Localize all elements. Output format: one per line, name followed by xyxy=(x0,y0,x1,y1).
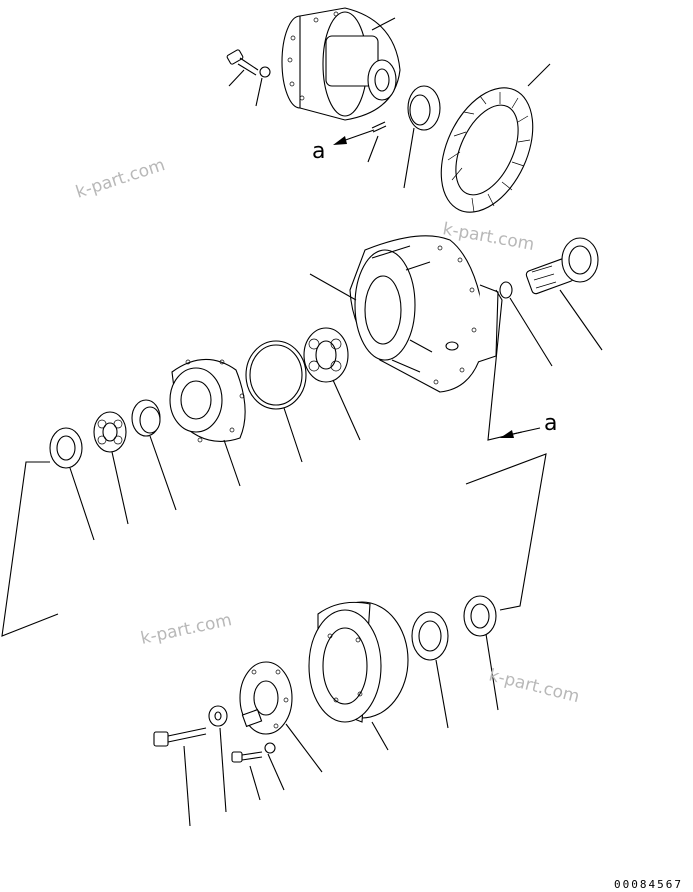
long-bolt xyxy=(153,727,207,827)
drawing-number: 00084567 xyxy=(614,878,683,891)
bevel-gear xyxy=(440,63,551,213)
arrow-label-upper: a xyxy=(312,139,325,164)
bearing-cup-small xyxy=(131,399,177,511)
view-arrow-lower: a xyxy=(487,289,557,441)
tapered-bearing-cup-top xyxy=(403,85,441,189)
differential-case-assembly xyxy=(281,7,401,121)
lock-washer xyxy=(264,742,285,791)
retainer-plate xyxy=(239,661,323,773)
group-bracket-right xyxy=(465,453,547,611)
small-bolt xyxy=(231,751,263,801)
seal-bottom-mid xyxy=(411,611,449,729)
view-arrow-upper: a xyxy=(312,129,375,164)
group-bracket-left xyxy=(1,461,59,637)
watermark-4: k-part.com xyxy=(487,665,582,707)
pin xyxy=(367,121,387,163)
bearing-cone-small xyxy=(93,411,129,525)
watermark-3: k-part.com xyxy=(139,610,234,649)
o-ring-large xyxy=(245,340,307,463)
o-ring-small xyxy=(499,281,553,367)
bearing-cone-mid xyxy=(303,327,361,441)
watermark-1: k-part.com xyxy=(73,155,167,203)
bearing-cage xyxy=(169,358,246,487)
pinion-shaft xyxy=(525,237,603,351)
thick-washer xyxy=(208,705,228,813)
bolt xyxy=(226,49,259,87)
brake-drum xyxy=(308,601,409,751)
seal-bottom-right xyxy=(463,595,499,711)
washer xyxy=(255,66,271,107)
arrow-label-lower: a xyxy=(544,411,557,436)
carrier-housing xyxy=(309,235,499,393)
seal-left xyxy=(49,427,95,541)
